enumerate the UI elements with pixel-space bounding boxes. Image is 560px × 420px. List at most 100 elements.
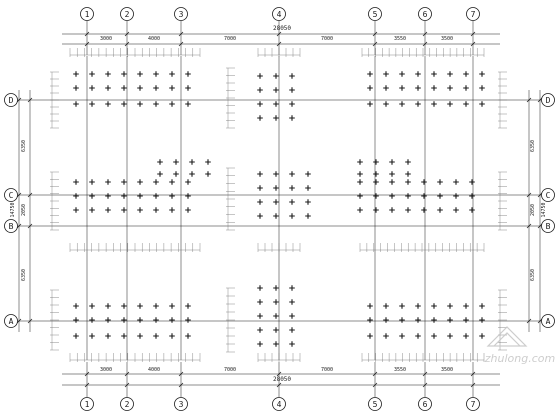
pile-marker bbox=[383, 85, 389, 91]
pile-marker bbox=[273, 185, 279, 191]
pile-marker bbox=[137, 207, 143, 213]
pile-marker bbox=[169, 179, 175, 185]
pile-marker bbox=[399, 71, 405, 77]
axis-label-top-3: 3 bbox=[179, 10, 184, 19]
axis-label-bottom-3: 3 bbox=[179, 400, 184, 409]
pile-marker bbox=[453, 207, 459, 213]
pile-marker bbox=[273, 313, 279, 319]
pile-marker bbox=[153, 101, 159, 107]
top-tick-6 bbox=[422, 31, 428, 37]
pile-marker bbox=[383, 101, 389, 107]
pile-marker bbox=[185, 303, 191, 309]
pile-marker bbox=[169, 303, 175, 309]
right-middle-dimension: 2050 bbox=[530, 204, 536, 216]
pile-marker bbox=[431, 333, 437, 339]
pile-marker bbox=[121, 303, 127, 309]
axis-bubble-left-B: B bbox=[4, 219, 18, 233]
axis-bubble-top-2: 2 bbox=[120, 7, 134, 21]
axis-label-right-A: A bbox=[546, 317, 551, 326]
axis-bubble-top-5: 5 bbox=[368, 7, 382, 21]
pile-marker bbox=[257, 87, 263, 93]
axis-bubble-right-A: A bbox=[541, 314, 555, 328]
pile-marker bbox=[153, 333, 159, 339]
pile-marker bbox=[289, 299, 295, 305]
pile-marker bbox=[389, 159, 395, 165]
pile-marker bbox=[185, 193, 191, 199]
pile-marker bbox=[405, 207, 411, 213]
pile-marker bbox=[73, 71, 79, 77]
pile-marker bbox=[157, 159, 163, 165]
pile-marker bbox=[447, 303, 453, 309]
pile-marker bbox=[169, 333, 175, 339]
axis-bubble-right-D: D bbox=[541, 93, 555, 107]
pile-marker bbox=[399, 303, 405, 309]
dimension-lines bbox=[16, 31, 543, 388]
axis-bubble-top-4: 4 bbox=[272, 7, 286, 21]
pile-marker bbox=[289, 199, 295, 205]
right-upper-dimension: 6350 bbox=[530, 140, 536, 152]
top-bay-tick-2 bbox=[124, 41, 130, 47]
pile-marker bbox=[405, 193, 411, 199]
pile-marker bbox=[89, 317, 95, 323]
bottom-overall-dimension: 28050 bbox=[273, 376, 291, 383]
pile-marker bbox=[383, 317, 389, 323]
pile-marker bbox=[105, 71, 111, 77]
pile-marker bbox=[153, 207, 159, 213]
pile-marker bbox=[257, 313, 263, 319]
pile-marker bbox=[257, 285, 263, 291]
pile-marker bbox=[463, 333, 469, 339]
top-bay-tick-1 bbox=[84, 41, 90, 47]
pile-marker bbox=[137, 85, 143, 91]
left-tick-A bbox=[27, 318, 33, 324]
pile-marker bbox=[399, 317, 405, 323]
axis-bubble-top-3: 3 bbox=[174, 7, 188, 21]
axis-label-right-C: C bbox=[546, 191, 551, 200]
pile-marker bbox=[479, 303, 485, 309]
pile-marker bbox=[469, 179, 475, 185]
axis-label-bottom-2: 2 bbox=[125, 400, 130, 409]
left-middle-dimension: 2050 bbox=[21, 204, 27, 216]
pile-marker bbox=[105, 333, 111, 339]
axis-label-top-7: 7 bbox=[471, 10, 476, 19]
right-tick-C bbox=[526, 192, 532, 198]
pile-marker bbox=[383, 303, 389, 309]
pile-marker bbox=[169, 317, 175, 323]
pile-marker bbox=[273, 341, 279, 347]
pile-marker bbox=[305, 185, 311, 191]
pile-marker bbox=[105, 317, 111, 323]
pile-marker bbox=[447, 101, 453, 107]
right-tick-B bbox=[526, 223, 532, 229]
axis-bubble-top-6: 6 bbox=[418, 7, 432, 21]
pile-marker bbox=[105, 101, 111, 107]
pile-marker bbox=[153, 193, 159, 199]
pile-marker bbox=[105, 207, 111, 213]
pile-marker bbox=[153, 85, 159, 91]
axis-bubble-bottom-3: 3 bbox=[174, 397, 188, 411]
pile-marker bbox=[153, 179, 159, 185]
pile-marker bbox=[421, 179, 427, 185]
pile-marker bbox=[121, 193, 127, 199]
pile-marker bbox=[121, 71, 127, 77]
pile-marker bbox=[169, 71, 175, 77]
pile-marker bbox=[437, 207, 443, 213]
pile-marker bbox=[185, 317, 191, 323]
left-tick-B bbox=[27, 223, 33, 229]
axis-label-left-A: A bbox=[9, 317, 14, 326]
top-tick-1 bbox=[84, 31, 90, 37]
top-tick-3 bbox=[178, 31, 184, 37]
pile-marker bbox=[121, 317, 127, 323]
pile-marker bbox=[185, 71, 191, 77]
pile-marker bbox=[399, 101, 405, 107]
pile-marker bbox=[257, 73, 263, 79]
pile-marker bbox=[447, 317, 453, 323]
bottom-bay-dimension-2: 4000 bbox=[148, 367, 160, 373]
pile-marker bbox=[463, 317, 469, 323]
axis-label-top-2: 2 bbox=[125, 10, 130, 19]
top-tick-2 bbox=[124, 31, 130, 37]
pile-marker bbox=[431, 303, 437, 309]
pile-marker bbox=[185, 85, 191, 91]
pile-marker bbox=[389, 207, 395, 213]
top-tick-4 bbox=[276, 31, 282, 37]
pile-marker bbox=[479, 317, 485, 323]
